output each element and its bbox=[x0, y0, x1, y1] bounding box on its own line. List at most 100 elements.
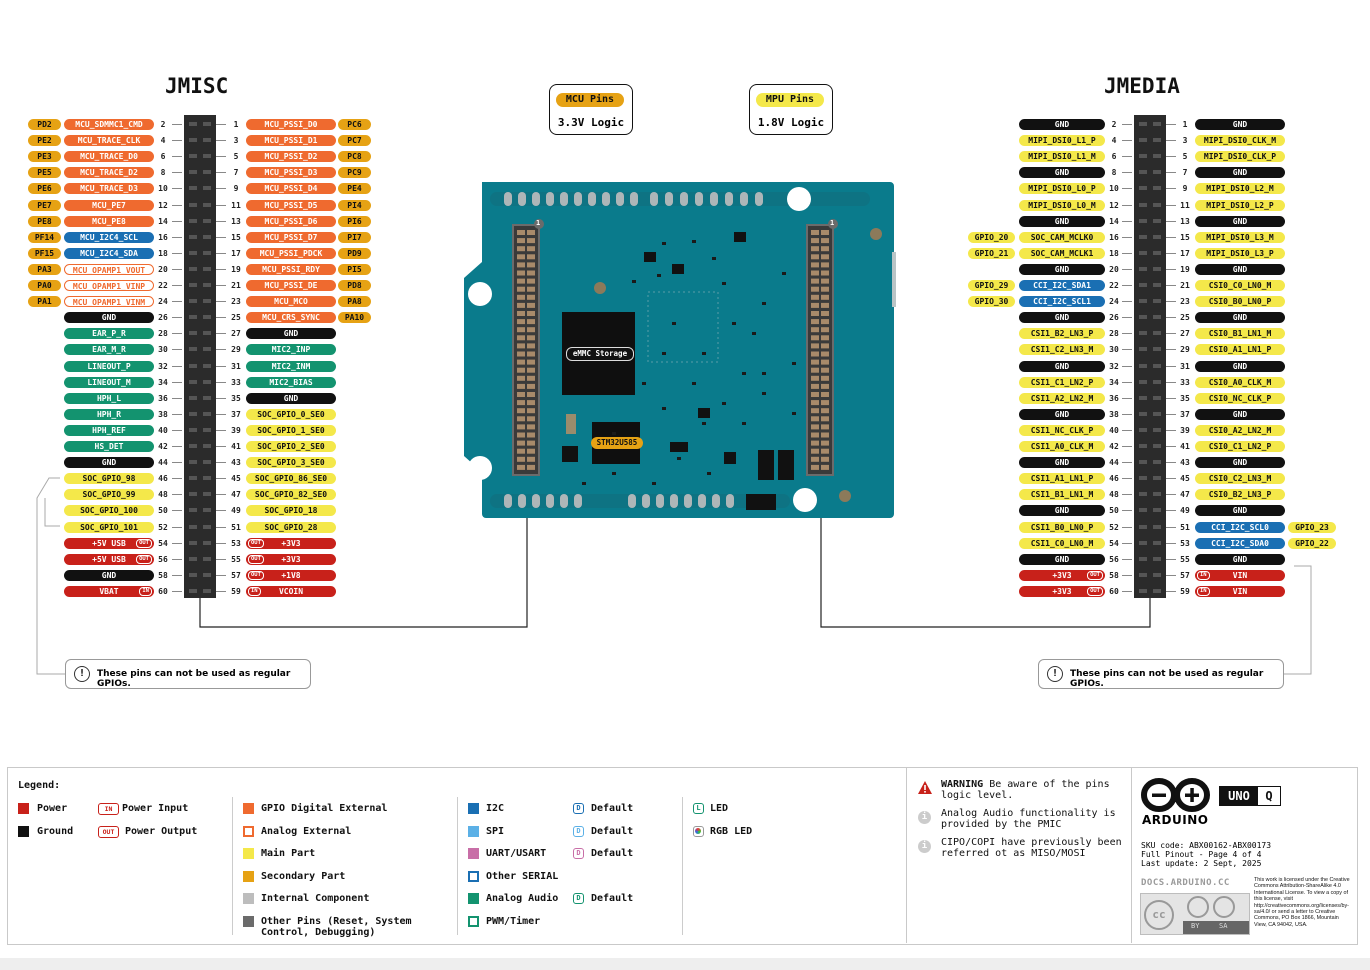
jmisc-pin-label: MCU_OPAMP1_VINM bbox=[64, 296, 154, 308]
header-pin bbox=[189, 266, 197, 271]
jmedia-pin-label: CCI_I2C_SCL0 bbox=[1195, 521, 1285, 533]
docs-url[interactable]: DOCS.ARDUINO.CC bbox=[1141, 878, 1230, 888]
jmisc-pin-number: 47 bbox=[231, 490, 241, 500]
header-pin bbox=[1153, 218, 1161, 223]
power-out-marker: OUT bbox=[136, 554, 152, 564]
header-pin bbox=[203, 266, 211, 271]
jmedia-pin-label: CSI0_B1_LN1_M bbox=[1195, 328, 1285, 340]
header-pin bbox=[1139, 363, 1147, 368]
jmedia-pin-number: 44 bbox=[1109, 458, 1119, 468]
jmedia-pin-number: 1 bbox=[1182, 120, 1188, 129]
header-pin bbox=[1153, 411, 1161, 416]
jmedia-pin-label: GND bbox=[1195, 167, 1285, 179]
header-pin bbox=[189, 186, 197, 191]
header-pin bbox=[203, 283, 211, 287]
jmisc-pin-label: MCU_PSSI_RDY bbox=[246, 263, 336, 275]
jmedia-pin-number: 37 bbox=[1180, 409, 1190, 419]
pin-tick bbox=[1122, 188, 1132, 190]
header-pin bbox=[1139, 250, 1147, 255]
jmisc-pin-label: MIC2_BIAS bbox=[246, 376, 336, 388]
pin-tick bbox=[1166, 590, 1176, 592]
header-pin bbox=[1153, 572, 1161, 577]
jmisc-pin-number: 19 bbox=[231, 264, 241, 274]
jmedia-pin-label: SOC_CAM_MCLK0 bbox=[1019, 231, 1105, 243]
legend-analog-ext: Analog External bbox=[261, 826, 352, 837]
default-i2c-icon: D bbox=[573, 803, 584, 814]
jmisc-header bbox=[184, 115, 216, 598]
pin-tick bbox=[1122, 590, 1132, 592]
jmisc-pin-label: MCU_TRACE_CLK bbox=[64, 135, 154, 147]
jmedia-pin-label: GND bbox=[1195, 505, 1285, 517]
sa-icon bbox=[1213, 896, 1235, 918]
pin-tick bbox=[1166, 252, 1176, 254]
jmisc-pin-label: GND bbox=[246, 392, 336, 404]
jmedia-pin-label: CSI0_NC_CLK_P bbox=[1195, 392, 1285, 404]
jmedia-pin-label: CCI_I2C_SDA1 bbox=[1019, 280, 1105, 291]
pin-tick bbox=[216, 510, 226, 512]
header-pin bbox=[1139, 202, 1147, 207]
jmisc-gpio-bracket-inner bbox=[44, 498, 60, 527]
jmisc-pin-label: MCU_PSSI_PDCK bbox=[246, 247, 336, 259]
jmedia-pin-label: CSI0_A2_LN2_M bbox=[1195, 424, 1285, 436]
jmedia-pin-number: 25 bbox=[1180, 313, 1190, 323]
secondary-part-swatch bbox=[243, 871, 254, 882]
header-pin bbox=[1153, 492, 1161, 497]
header-pin bbox=[189, 379, 197, 384]
pin-tick bbox=[216, 590, 226, 592]
header-pin bbox=[203, 524, 211, 529]
pin-tick bbox=[216, 285, 226, 286]
jmedia-pin-number: 43 bbox=[1180, 458, 1190, 468]
jmedia-pin-label: GND bbox=[1019, 215, 1105, 227]
jmedia-pin-label: CSI0_A0_CLK_M bbox=[1195, 376, 1285, 388]
jmedia-title: JMEDIA bbox=[1104, 74, 1180, 98]
header-pin bbox=[203, 556, 211, 561]
header-pin bbox=[1153, 460, 1161, 465]
jmisc-pin-label: PE6 bbox=[28, 183, 61, 195]
jmedia-pin-number: 46 bbox=[1109, 474, 1119, 484]
jmedia-pin-number: 35 bbox=[1180, 393, 1190, 403]
jmedia-pin-label: GPIO_21 bbox=[968, 247, 1015, 259]
header-pin bbox=[189, 556, 197, 561]
header-pin bbox=[1153, 347, 1161, 352]
pin-tick bbox=[172, 397, 182, 399]
warning-bold: WARNING bbox=[941, 779, 984, 790]
jmisc-pin-label: SOC_GPIO_18 bbox=[246, 505, 336, 517]
jmisc-pin-label: MCU_PSSI_D3 bbox=[246, 167, 336, 179]
jmedia-header bbox=[1134, 115, 1166, 598]
pin-tick bbox=[172, 542, 182, 544]
pin-tick bbox=[172, 285, 182, 286]
jmisc-pin-number: 1 bbox=[233, 120, 239, 129]
header-pin bbox=[203, 170, 211, 175]
brand-info: SKU code: ABX00162-ABX00173 Full Pinout … bbox=[1141, 841, 1271, 868]
header-pin bbox=[1153, 508, 1161, 513]
pin-tick bbox=[172, 526, 182, 528]
pin-tick bbox=[172, 478, 182, 480]
pin-tick bbox=[1122, 397, 1132, 399]
last-update: Last update: 2 Sept, 2025 bbox=[1141, 859, 1262, 868]
header-pin bbox=[189, 331, 197, 336]
header-pin bbox=[189, 524, 197, 529]
jmedia-pin-label: GND bbox=[1195, 263, 1285, 275]
jmisc-pin-label: PD8 bbox=[338, 280, 371, 291]
pin-tick bbox=[172, 188, 182, 190]
header-pin bbox=[1139, 234, 1147, 239]
jmedia-pin-number: 49 bbox=[1180, 506, 1190, 516]
i2c-swatch bbox=[468, 803, 479, 814]
pin-tick bbox=[172, 301, 182, 303]
jmisc-pin-number: 37 bbox=[231, 409, 241, 419]
header-pin bbox=[189, 315, 197, 320]
header-pin bbox=[189, 154, 197, 159]
header-pin bbox=[1153, 234, 1161, 239]
jmedia-pin-label: GND bbox=[1019, 312, 1105, 324]
jmedia-pin-number: 20 bbox=[1109, 264, 1119, 274]
ground-swatch bbox=[18, 826, 29, 837]
header-pin bbox=[189, 460, 197, 465]
pin-tick bbox=[216, 526, 226, 528]
header-pin bbox=[203, 588, 211, 593]
header-pin bbox=[1153, 556, 1161, 561]
pin1-marker-right: 1 bbox=[830, 219, 835, 227]
pin-tick bbox=[216, 462, 226, 464]
jmedia-pin-label: GND bbox=[1195, 457, 1285, 469]
